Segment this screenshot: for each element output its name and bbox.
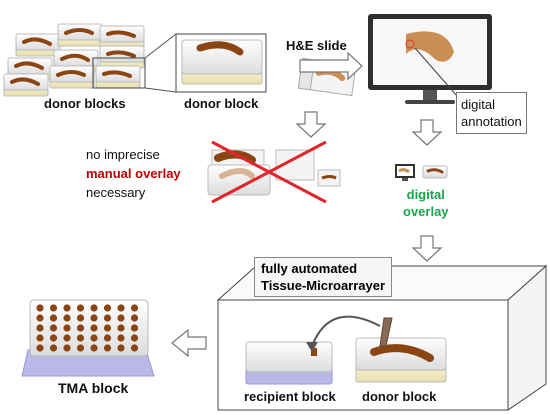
- donor-block-small: [99, 45, 145, 69]
- donor-block-small: [49, 65, 95, 89]
- tma-core: [76, 324, 85, 332]
- selection-frame: [92, 57, 146, 89]
- tma-title-line2: Tissue-Microarrayer: [261, 278, 386, 293]
- donor-block-label: donor block: [184, 96, 259, 111]
- tma-core: [130, 334, 139, 342]
- donor-block-small: [3, 73, 49, 97]
- manual-overlay-label: manual overlay: [86, 166, 181, 181]
- tma-core: [49, 314, 58, 322]
- annotation-pointer: [414, 47, 458, 97]
- tma-core: [49, 304, 58, 312]
- tma-core: [130, 314, 139, 322]
- tma-core: [49, 344, 58, 352]
- tissue-microarrayer-title: fully automated Tissue-Microarrayer: [254, 257, 393, 297]
- tma-core: [63, 324, 71, 332]
- tma-cores: [36, 304, 139, 352]
- tma-core: [103, 334, 112, 342]
- manual-overlay-text: no imprecise manual overlay necessary: [86, 145, 181, 202]
- tma-core: [130, 304, 139, 312]
- tma-core: [76, 334, 85, 342]
- tma-core: [103, 344, 112, 352]
- tma-core: [90, 334, 98, 342]
- donor-block-small: [57, 23, 103, 47]
- digital-annotation-callout: digital annotation: [456, 92, 527, 134]
- donor-blocks-group: [3, 23, 177, 97]
- donor-block-small: [95, 65, 141, 89]
- tma-core: [117, 344, 125, 352]
- arrow-down-icon: [411, 119, 443, 146]
- digital-annotation-line1: digital: [461, 97, 495, 112]
- donor-blocks-label: donor blocks: [44, 96, 126, 111]
- tma-core: [130, 344, 139, 352]
- donor-block-bottom-label: donor block: [362, 389, 437, 404]
- digital-annotation-line2: annotation: [461, 114, 522, 129]
- arrow-right-icon: [299, 51, 363, 81]
- tma-core: [76, 344, 85, 352]
- tma-core: [49, 324, 58, 332]
- tma-core: [49, 334, 58, 342]
- necessary-label: necessary: [86, 185, 146, 200]
- donor-block-small: [99, 25, 145, 49]
- tma-title-line1: fully automated: [261, 261, 358, 276]
- tma-core: [36, 334, 44, 342]
- tma-core: [63, 344, 71, 352]
- arrow-down-icon: [411, 235, 443, 262]
- tma-core: [130, 324, 139, 332]
- tma-core: [117, 334, 125, 342]
- tma-core: [117, 304, 125, 312]
- digital-overlay-icons: [395, 164, 448, 181]
- microarrayer-box: [216, 264, 548, 411]
- recipient-block-label: recipient block: [244, 389, 336, 404]
- tma-core: [36, 314, 44, 322]
- donor-block-inside: [355, 337, 447, 383]
- tma-core: [90, 344, 98, 352]
- donor-block-small: [15, 33, 61, 57]
- tma-core: [76, 314, 85, 322]
- digital-overlay-line2: overlay: [403, 204, 449, 219]
- tma-block-label: TMA block: [58, 380, 129, 396]
- monitor-icon: [368, 14, 492, 104]
- tma-core: [103, 304, 112, 312]
- recipient-block-illustration: [245, 341, 333, 385]
- digital-overlay-line1: digital: [406, 187, 445, 202]
- tma-core: [117, 314, 125, 322]
- transfer-arrow: [311, 315, 381, 347]
- tma-core: [117, 324, 125, 332]
- tma-block-illustration: [21, 299, 155, 377]
- he-slide-label: H&E slide: [286, 38, 347, 53]
- donor-block-zoom: [175, 33, 267, 93]
- digital-overlay-text: digital overlay: [403, 186, 449, 220]
- red-cross-icon: [211, 140, 327, 204]
- tma-core: [63, 314, 71, 322]
- tma-core: [36, 344, 44, 352]
- needle-icon: [379, 317, 393, 347]
- tma-core: [36, 324, 44, 332]
- tma-core: [76, 304, 85, 312]
- no-imprecise-label: no imprecise: [86, 147, 160, 162]
- tma-core: [90, 324, 98, 332]
- transfer-arrowhead: [306, 342, 318, 352]
- manual-overlay-illustration: [207, 149, 341, 196]
- tma-core: [90, 304, 98, 312]
- tma-core: [36, 304, 44, 312]
- tma-core: [103, 314, 112, 322]
- arrow-down-icon: [295, 111, 327, 138]
- tma-core: [103, 324, 112, 332]
- tma-core: [63, 304, 71, 312]
- arrow-left-icon: [171, 328, 207, 358]
- tma-core: [63, 334, 71, 342]
- tma-core: [90, 314, 98, 322]
